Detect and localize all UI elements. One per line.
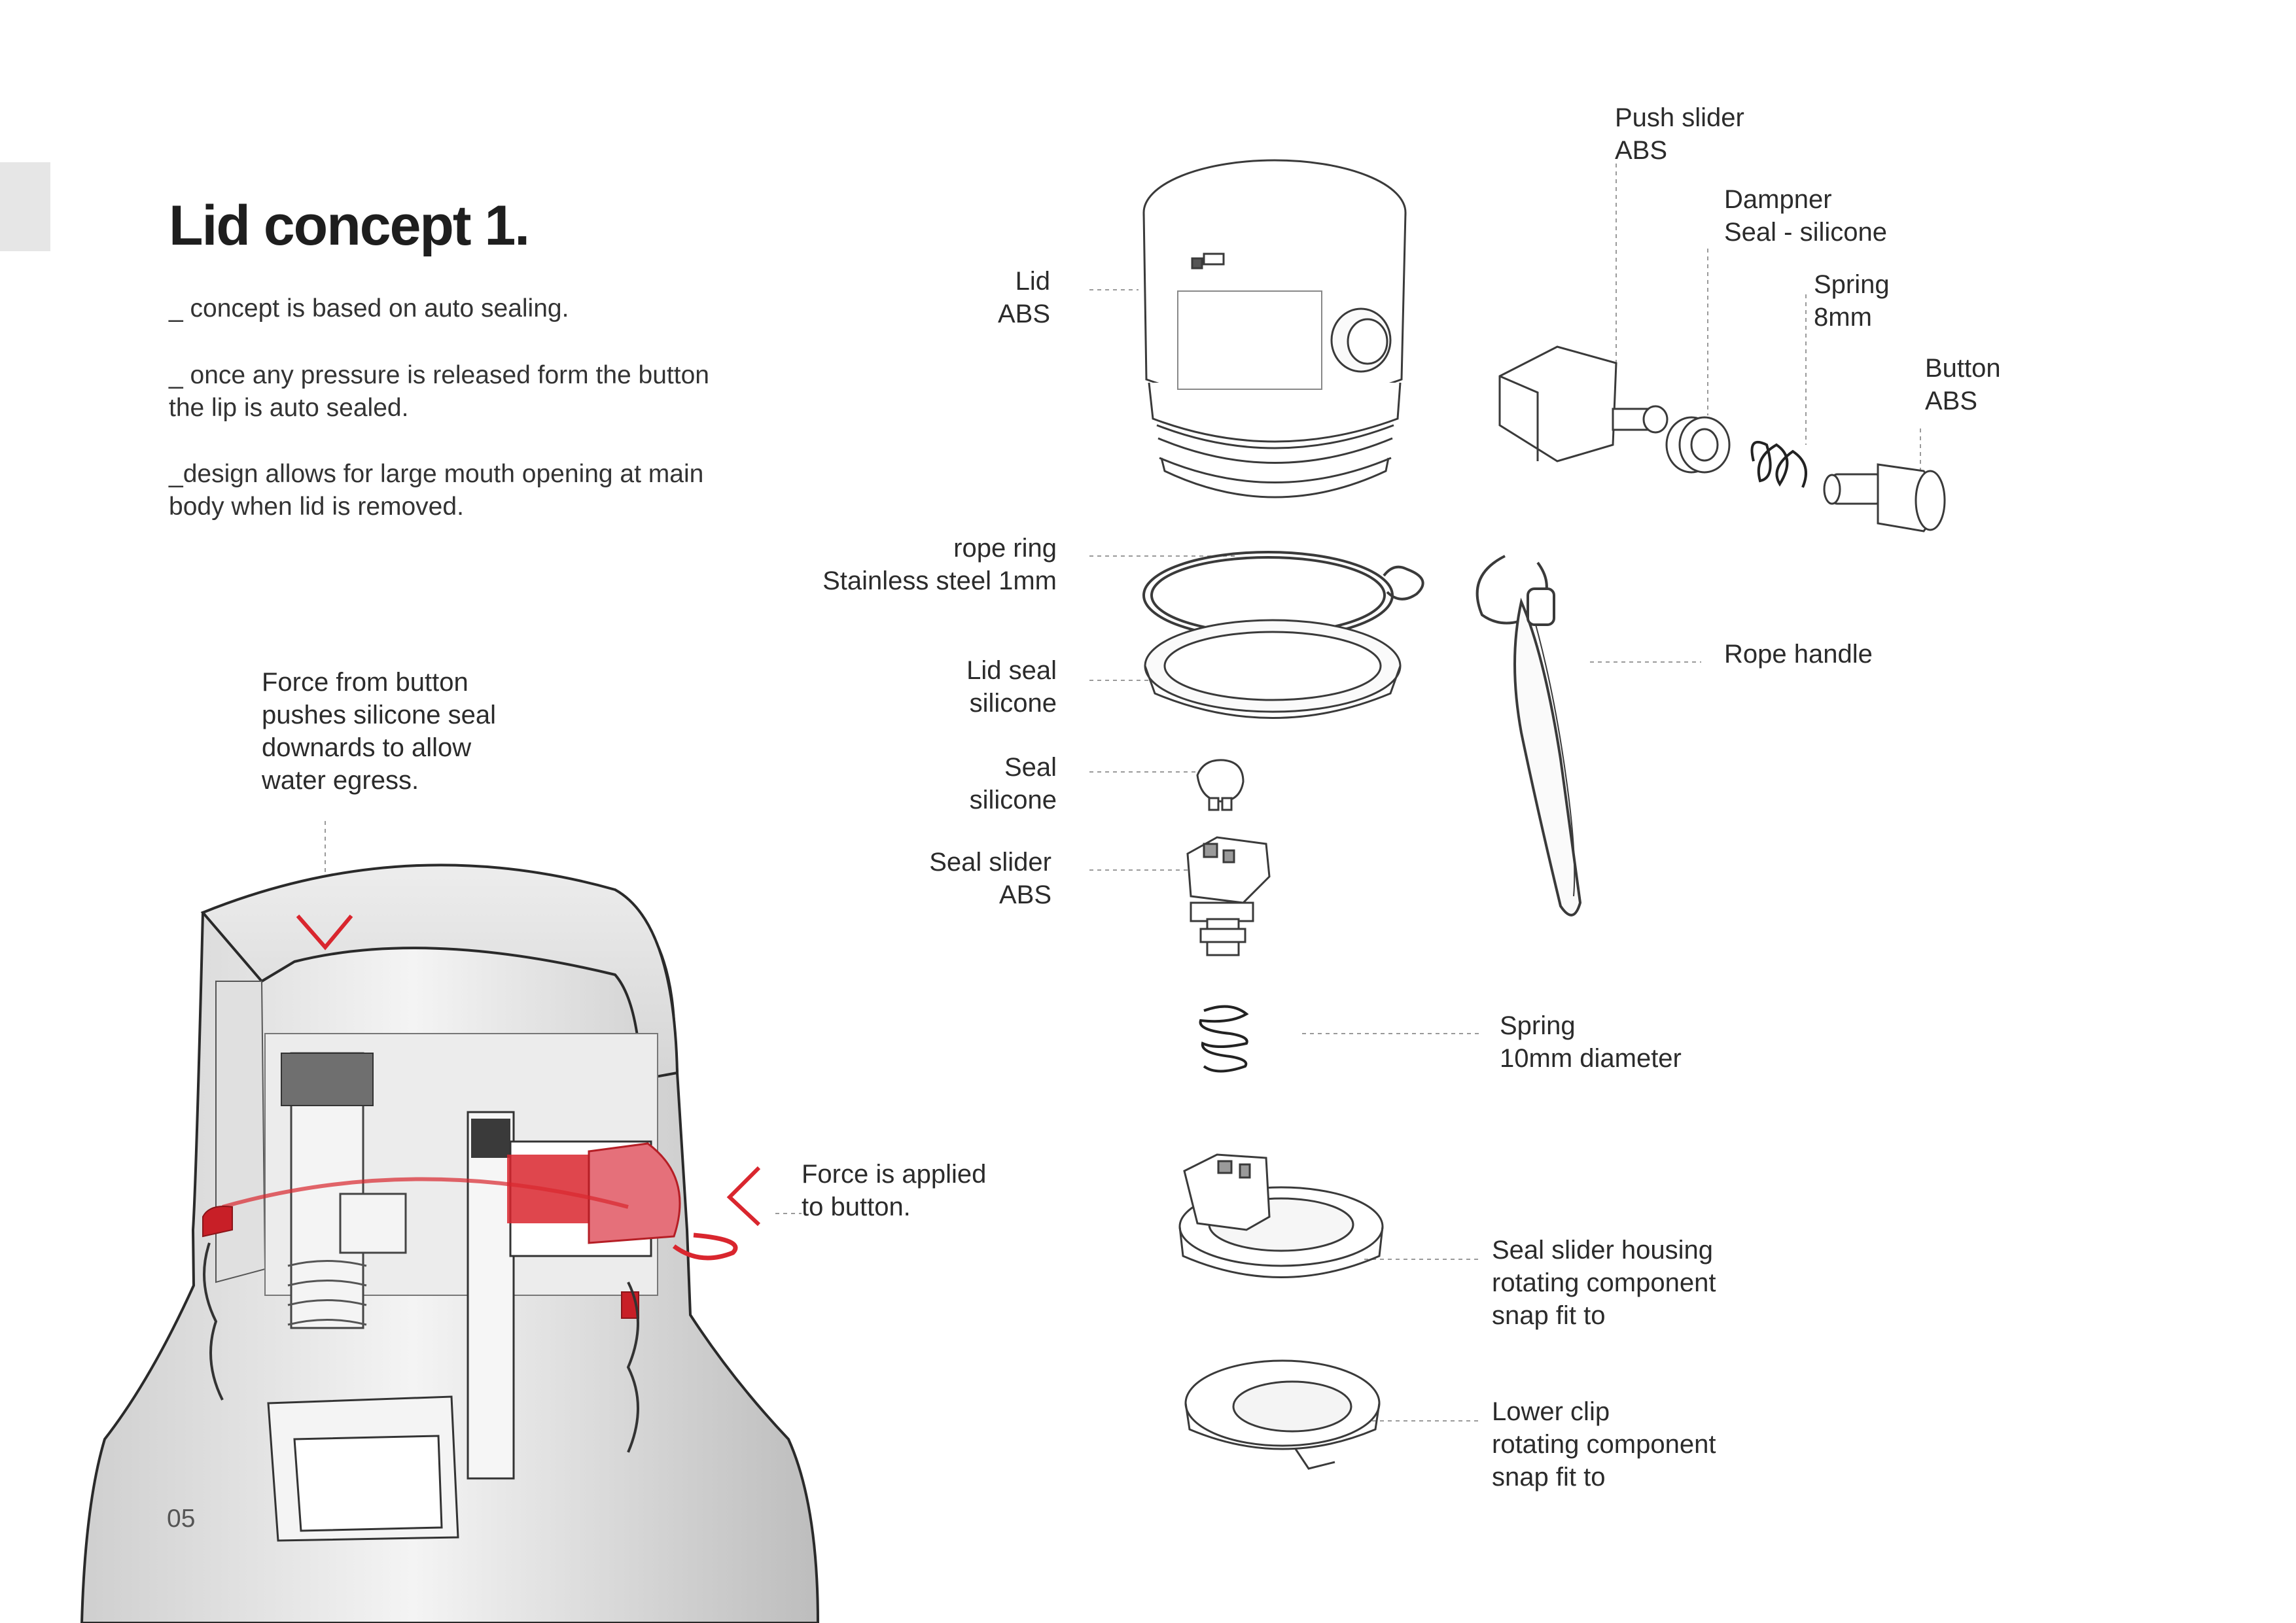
label-lower-clip: Lower clip rotating component snap fit t… xyxy=(1492,1397,1716,1492)
annotation-force-button-text: Force from button pushes silicone seal d… xyxy=(262,668,496,795)
rope-handle-drawing xyxy=(1475,555,1582,916)
seal-slider-drawing xyxy=(1186,836,1271,956)
seal-slider-housing-drawing xyxy=(1178,1153,1384,1278)
side-tab-marker xyxy=(0,162,50,251)
page-title: Lid concept 1. xyxy=(169,194,530,257)
push-slider-drawing xyxy=(1498,345,1669,462)
dampner-drawing xyxy=(1665,416,1731,474)
seal-drawing xyxy=(1196,759,1245,811)
leader-lines xyxy=(325,164,1921,1422)
lower-clip-drawing xyxy=(1184,1359,1381,1470)
button-drawing xyxy=(1823,463,1946,532)
spring-10mm-drawing xyxy=(1199,1005,1249,1073)
lid-cutaway-section xyxy=(80,864,820,1623)
label-rope-handle: Rope handle xyxy=(1724,640,1873,669)
annotation-force-applied: Force is applied to button. xyxy=(802,1160,987,1221)
bullet-2: _ once any pressure is released form the… xyxy=(169,361,709,422)
page-number: 05 xyxy=(167,1505,196,1533)
label-seal-slider-housing: Seal slider housing rotating component s… xyxy=(1492,1236,1716,1330)
lid-seal-drawing xyxy=(1144,619,1402,719)
spring-8mm-drawing xyxy=(1750,440,1807,488)
lid-drawing xyxy=(1142,159,1407,498)
bullet-1: _ concept is based on auto sealing. xyxy=(169,294,569,323)
bullet-3: _design allows for large mouth opening a… xyxy=(169,460,704,521)
